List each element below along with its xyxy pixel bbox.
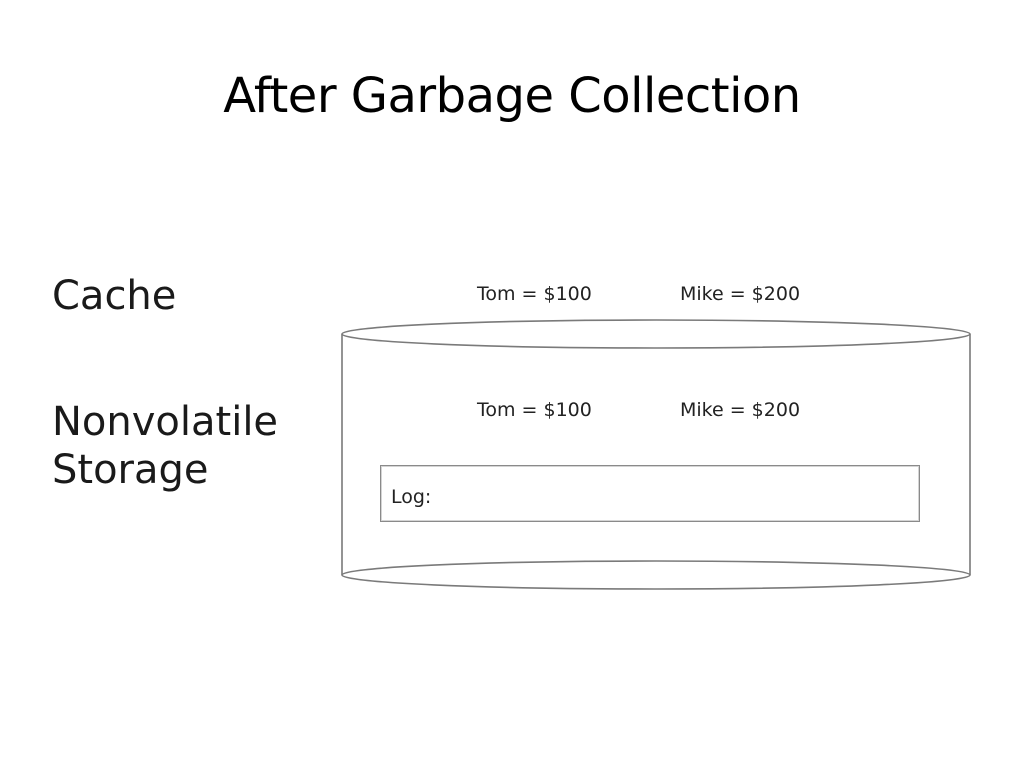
storage-mike-value: Mike = $200 bbox=[680, 399, 801, 421]
cylinder-top-ellipse bbox=[341, 319, 971, 349]
cache-label: Cache bbox=[52, 273, 177, 319]
storage-label: Storage bbox=[52, 447, 209, 493]
log-label: Log: bbox=[391, 486, 432, 508]
cache-tom-value: Tom = $100 bbox=[477, 283, 592, 305]
storage-tom-value: Tom = $100 bbox=[477, 399, 592, 421]
slide-title: After Garbage Collection bbox=[223, 68, 801, 124]
cache-mike-value: Mike = $200 bbox=[680, 283, 801, 305]
log-box: Log: bbox=[380, 465, 920, 522]
cylinder-bottom-ellipse bbox=[341, 560, 971, 590]
nonvolatile-label: Nonvolatile bbox=[52, 399, 279, 445]
